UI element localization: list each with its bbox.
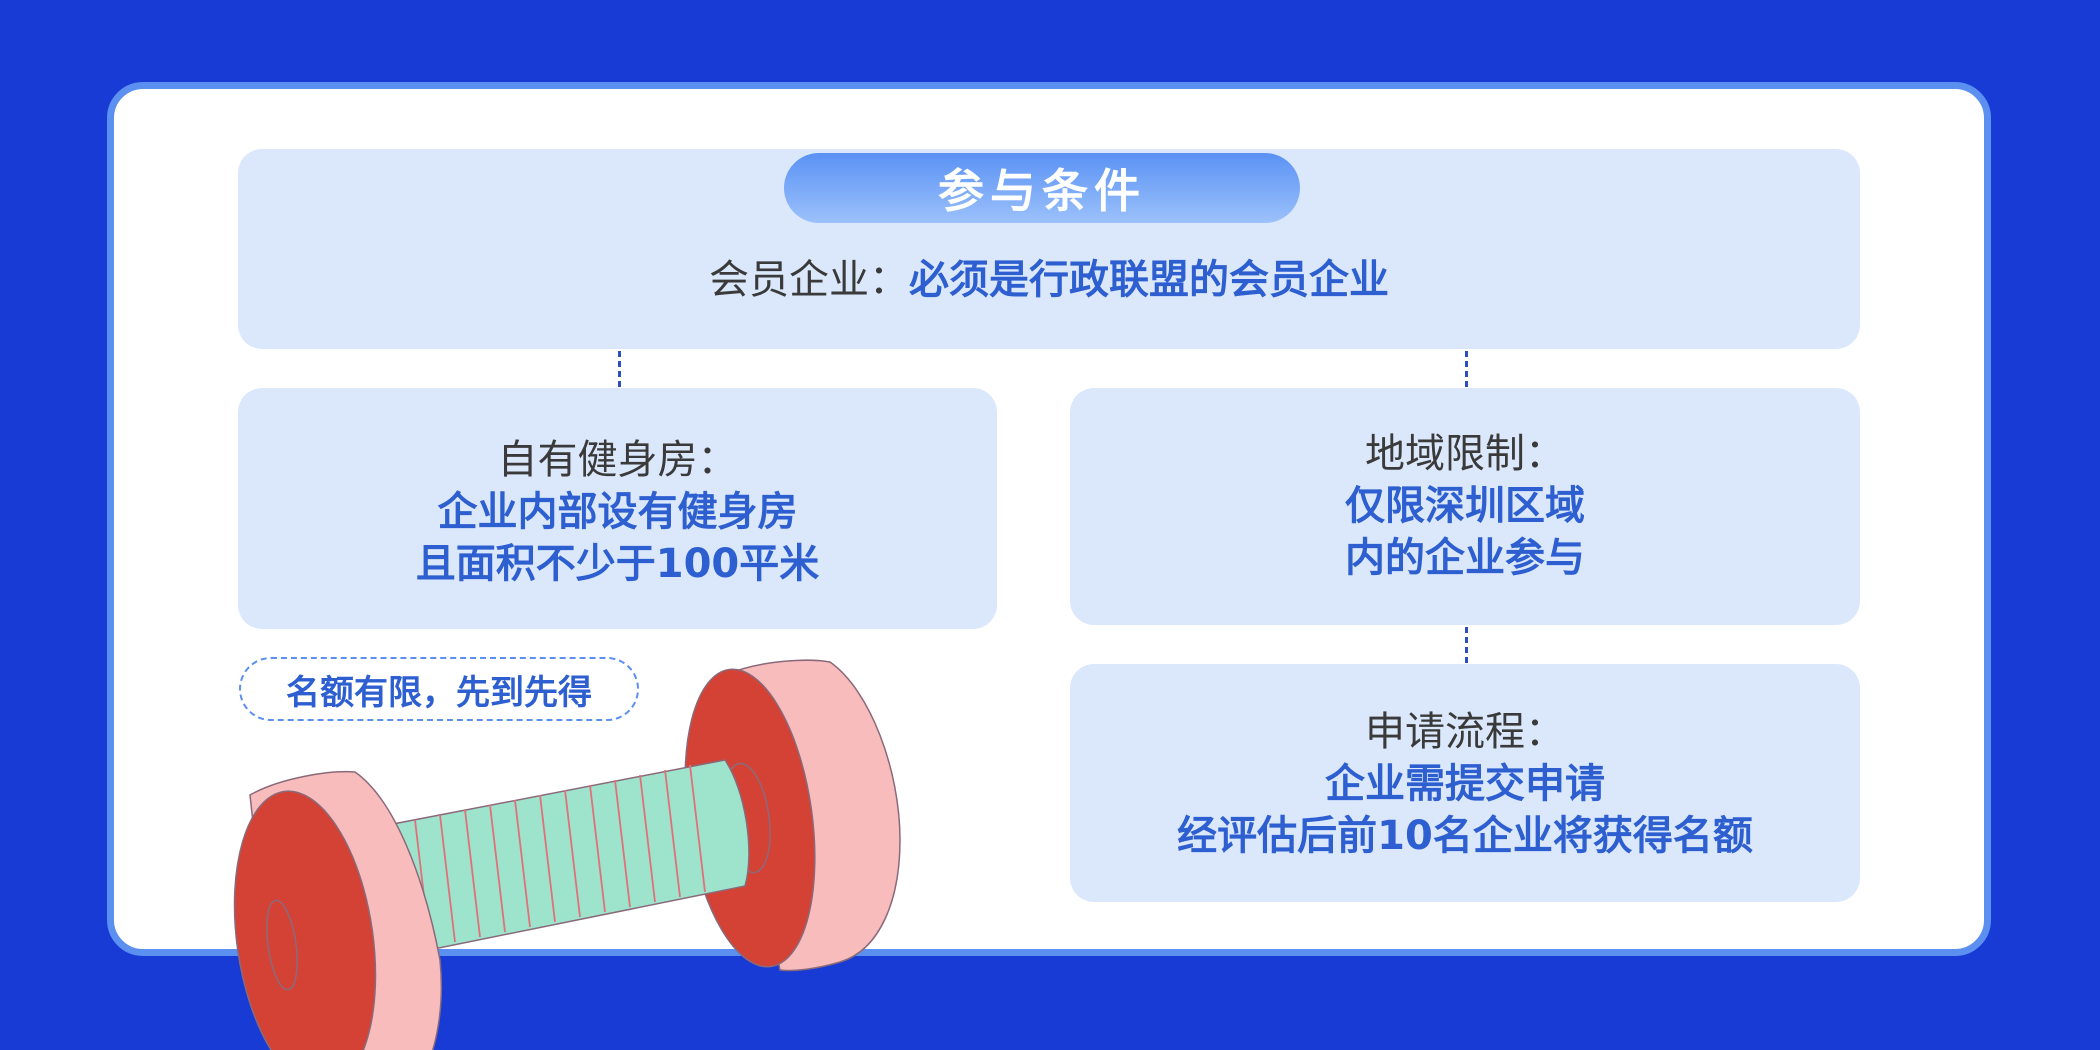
limited-spots-badge: 名额有限，先到先得 [239,657,639,721]
connector-line-right-mid [1465,627,1468,663]
dumbbell-icon [233,659,901,1050]
connector-line-left [618,351,621,387]
region-label: 地域限制： [1365,431,1565,477]
gym-condition-box: 自有健身房： 企业内部设有健身房 且面积不少于100平米 [238,388,997,629]
gym-label: 自有健身房： [497,437,738,483]
dumbbell-left-plate [233,770,443,1050]
gym-value-line1: 企业内部设有健身房 [437,489,798,535]
process-condition-box: 申请流程： 企业需提交申请 经评估后前10名企业将获得名额 [1070,664,1860,902]
page-title: 参与条件 [784,153,1300,223]
member-condition-text: 会员企业：必须是行政联盟的会员企业 [238,250,1860,310]
region-value-line1: 仅限深圳区域 [1345,483,1585,529]
process-value-line2: 经评估后前10名企业将获得名额 [1177,813,1753,859]
member-label: 会员企业： [709,257,909,303]
region-condition-box: 地域限制： 仅限深圳区域 内的企业参与 [1070,388,1860,625]
member-value: 必须是行政联盟的会员企业 [909,257,1389,303]
gym-value-line2: 且面积不少于100平米 [415,541,820,587]
process-value-line1: 企业需提交申请 [1325,761,1605,807]
region-value-line2: 内的企业参与 [1345,535,1585,581]
process-label: 申请流程： [1365,709,1565,755]
connector-line-right-top [1465,351,1468,387]
